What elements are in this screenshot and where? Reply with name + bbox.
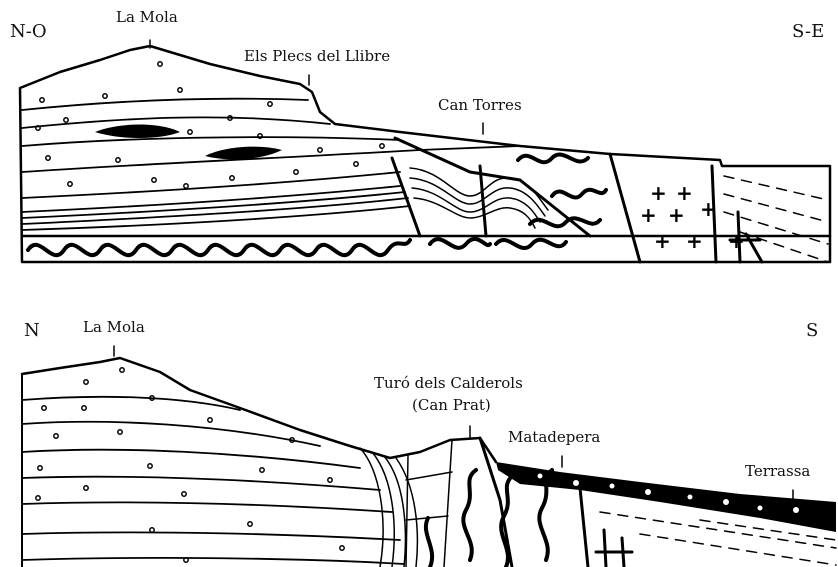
- top-section-outline: [18, 44, 832, 264]
- bottom-strata-lines: [21, 395, 405, 565]
- svg-text:+: +: [700, 197, 717, 221]
- svg-text:+: +: [668, 203, 685, 227]
- top-left-direction-label: N-O: [10, 21, 47, 42]
- top-black-lens-1: [95, 124, 180, 138]
- top-granite-pluses: ++ +++ ++ +: [640, 181, 745, 253]
- bottom-section-outline: [20, 356, 498, 464]
- bottom-inclined-layers: [359, 439, 453, 567]
- top-label-la-mola: La Mola: [116, 8, 178, 26]
- top-right-fault-cluster: [728, 210, 764, 264]
- top-black-lens-2: [205, 146, 282, 160]
- top-dashed-strata: [723, 175, 829, 263]
- bottom-dark-surface-layer: [496, 462, 836, 532]
- bottom-label-la-mola: La Mola: [83, 318, 145, 336]
- top-cross-section: N-O S-E La Mola Els Plecs del Llibre Can…: [10, 8, 832, 264]
- bottom-pebbles: [35, 367, 345, 563]
- top-strata-lines: [21, 97, 521, 231]
- bottom-wavy-basement: [424, 468, 554, 567]
- top-folds: [409, 167, 549, 229]
- svg-text:+: +: [686, 229, 703, 253]
- bottom-faults: [478, 436, 590, 567]
- bottom-dashed-strata: [599, 511, 837, 566]
- top-right-direction-label: S-E: [792, 21, 824, 42]
- bottom-cross-section: N S La Mola Turó dels Calderols (Can Pra…: [20, 318, 837, 567]
- bottom-right-fault-cluster: [594, 528, 634, 567]
- bottom-label-matadepera: Matadepera: [508, 428, 600, 446]
- svg-text:+: +: [650, 181, 667, 205]
- bottom-label-terrassa: Terrassa: [745, 462, 810, 480]
- top-wavy-basement: [26, 152, 608, 258]
- top-label-els-plecs: Els Plecs del Llibre: [244, 47, 390, 65]
- bottom-label-turo: Turó dels Calderols: [374, 374, 523, 392]
- svg-text:+: +: [676, 181, 693, 205]
- bottom-right-direction-label: S: [806, 320, 818, 341]
- svg-text:+: +: [640, 203, 657, 227]
- bottom-dark-layer-clasts: [537, 473, 799, 513]
- bottom-label-can-prat: (Can Prat): [412, 396, 491, 414]
- top-label-can-torres: Can Torres: [438, 96, 522, 114]
- svg-text:+: +: [654, 229, 671, 253]
- top-pebbles: [35, 61, 385, 189]
- bottom-left-direction-label: N: [24, 320, 40, 341]
- top-faults: [390, 136, 718, 264]
